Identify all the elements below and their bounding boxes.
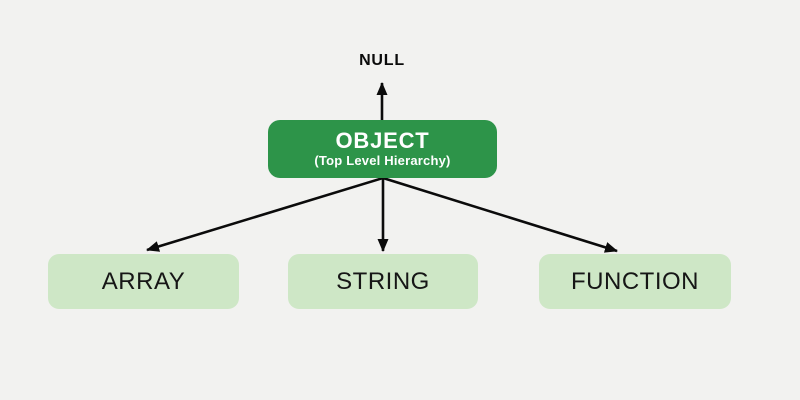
string-node: STRING	[288, 254, 478, 309]
function-node: FUNCTION	[539, 254, 731, 309]
object-node-title: OBJECT	[335, 128, 430, 154]
function-node-label: FUNCTION	[571, 267, 699, 295]
string-node-label: STRING	[336, 267, 430, 295]
array-node-label: ARRAY	[101, 267, 186, 295]
arrow-object-to-array	[146, 176, 384, 252]
arrow-object-to-function	[382, 176, 618, 253]
null-node-label: NULL	[359, 52, 405, 69]
object-node: OBJECT (Top Level Hierarchy)	[268, 120, 497, 178]
object-node-subtitle: (Top Level Hierarchy)	[314, 153, 451, 169]
array-node: ARRAY	[48, 254, 239, 309]
